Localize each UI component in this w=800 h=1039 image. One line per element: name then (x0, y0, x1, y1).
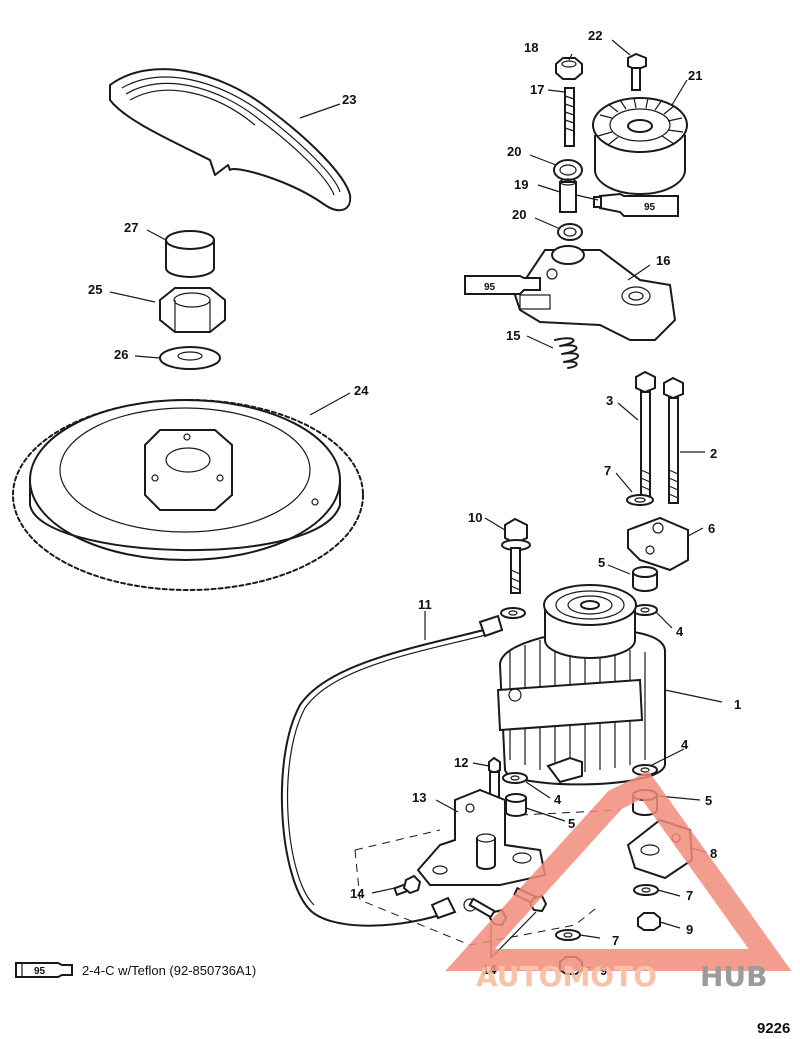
lubricant-tube-2: 95 (464, 275, 541, 295)
spring (554, 337, 579, 369)
callout-15: 15 (506, 328, 520, 343)
small-nut (555, 57, 583, 80)
bushing (165, 230, 215, 278)
callout-10: 10 (468, 510, 482, 525)
washer-7-mid (633, 884, 659, 896)
hex-nut (159, 287, 226, 333)
lower-bracket (416, 788, 547, 886)
callout-24: 24 (354, 383, 369, 398)
spacer-5-mid (505, 793, 527, 817)
callout-18: 18 (524, 40, 538, 55)
flywheel (12, 399, 364, 591)
alternator (496, 584, 666, 786)
long-bolt-3 (635, 370, 656, 503)
washer-10 (500, 607, 526, 619)
watermark: AUTOMOTO HUB (445, 770, 792, 993)
callout-12: 12 (454, 755, 468, 770)
callout-7a: 7 (604, 463, 611, 478)
callout-21: 21 (688, 68, 702, 83)
pulley-bolt (627, 52, 647, 91)
bolt-10 (501, 517, 531, 594)
callout-22: 22 (588, 28, 602, 43)
callout-6: 6 (708, 521, 715, 536)
stud (564, 87, 575, 147)
lubricant-tube: 95 (593, 192, 679, 217)
watermark-text-automoto: AUTOMOTO (476, 960, 657, 993)
tube-label-2: 95 (484, 282, 496, 293)
callout-20b: 20 (512, 207, 526, 222)
callout-7c: 7 (612, 933, 619, 948)
legend-text: 2-4-C w/Teflon (92-850736A1) (82, 963, 256, 978)
long-bolt-2 (663, 376, 684, 504)
spacer-rings (553, 159, 583, 241)
ground-cable (280, 614, 504, 927)
callout-13: 13 (412, 790, 426, 805)
tensioner-arm (513, 245, 677, 341)
callout-4c: 4 (554, 792, 562, 807)
drive-belt (109, 68, 352, 212)
idler-pulley (592, 97, 688, 195)
legend: 95 2-4-C w/Teflon (92-850736A1) (15, 962, 256, 978)
washer (159, 346, 221, 370)
callout-1: 1 (734, 697, 741, 712)
callout-4b: 4 (681, 737, 689, 752)
callout-26: 26 (114, 347, 128, 362)
callout-2: 2 (710, 446, 717, 461)
watermark-text-hub: HUB (700, 960, 768, 993)
callout-5a: 5 (598, 555, 605, 570)
leader-lines (109, 39, 723, 969)
nut-9-mid (637, 912, 661, 931)
callout-9a: 9 (686, 922, 693, 937)
washer-7-low (555, 929, 581, 941)
callout-4a: 4 (676, 624, 684, 639)
callout-5c: 5 (568, 816, 575, 831)
spacer-5-top (632, 566, 658, 592)
tube-label: 95 (644, 202, 656, 213)
callout-3: 3 (606, 393, 613, 408)
washer-4-mid (502, 772, 528, 784)
legend-tube-label: 95 (34, 966, 46, 977)
callout-27: 27 (124, 220, 138, 235)
callout-16: 16 (656, 253, 670, 268)
diagram-id: 9226 (757, 1020, 790, 1037)
callout-7b: 7 (686, 888, 693, 903)
watermark-triangle-logo (445, 770, 792, 971)
callout-14a: 14 (350, 886, 365, 901)
callout-23: 23 (342, 92, 356, 107)
callout-20a: 20 (507, 144, 521, 159)
washer-7-top (626, 494, 654, 506)
callout-25: 25 (88, 282, 102, 297)
bolt-14-a (393, 874, 422, 897)
bracket-6 (627, 516, 689, 572)
callout-11: 11 (418, 597, 432, 612)
callout-8: 8 (710, 846, 717, 861)
callout-19: 19 (514, 177, 528, 192)
callout-5b: 5 (705, 793, 712, 808)
callout-17: 17 (530, 82, 544, 97)
